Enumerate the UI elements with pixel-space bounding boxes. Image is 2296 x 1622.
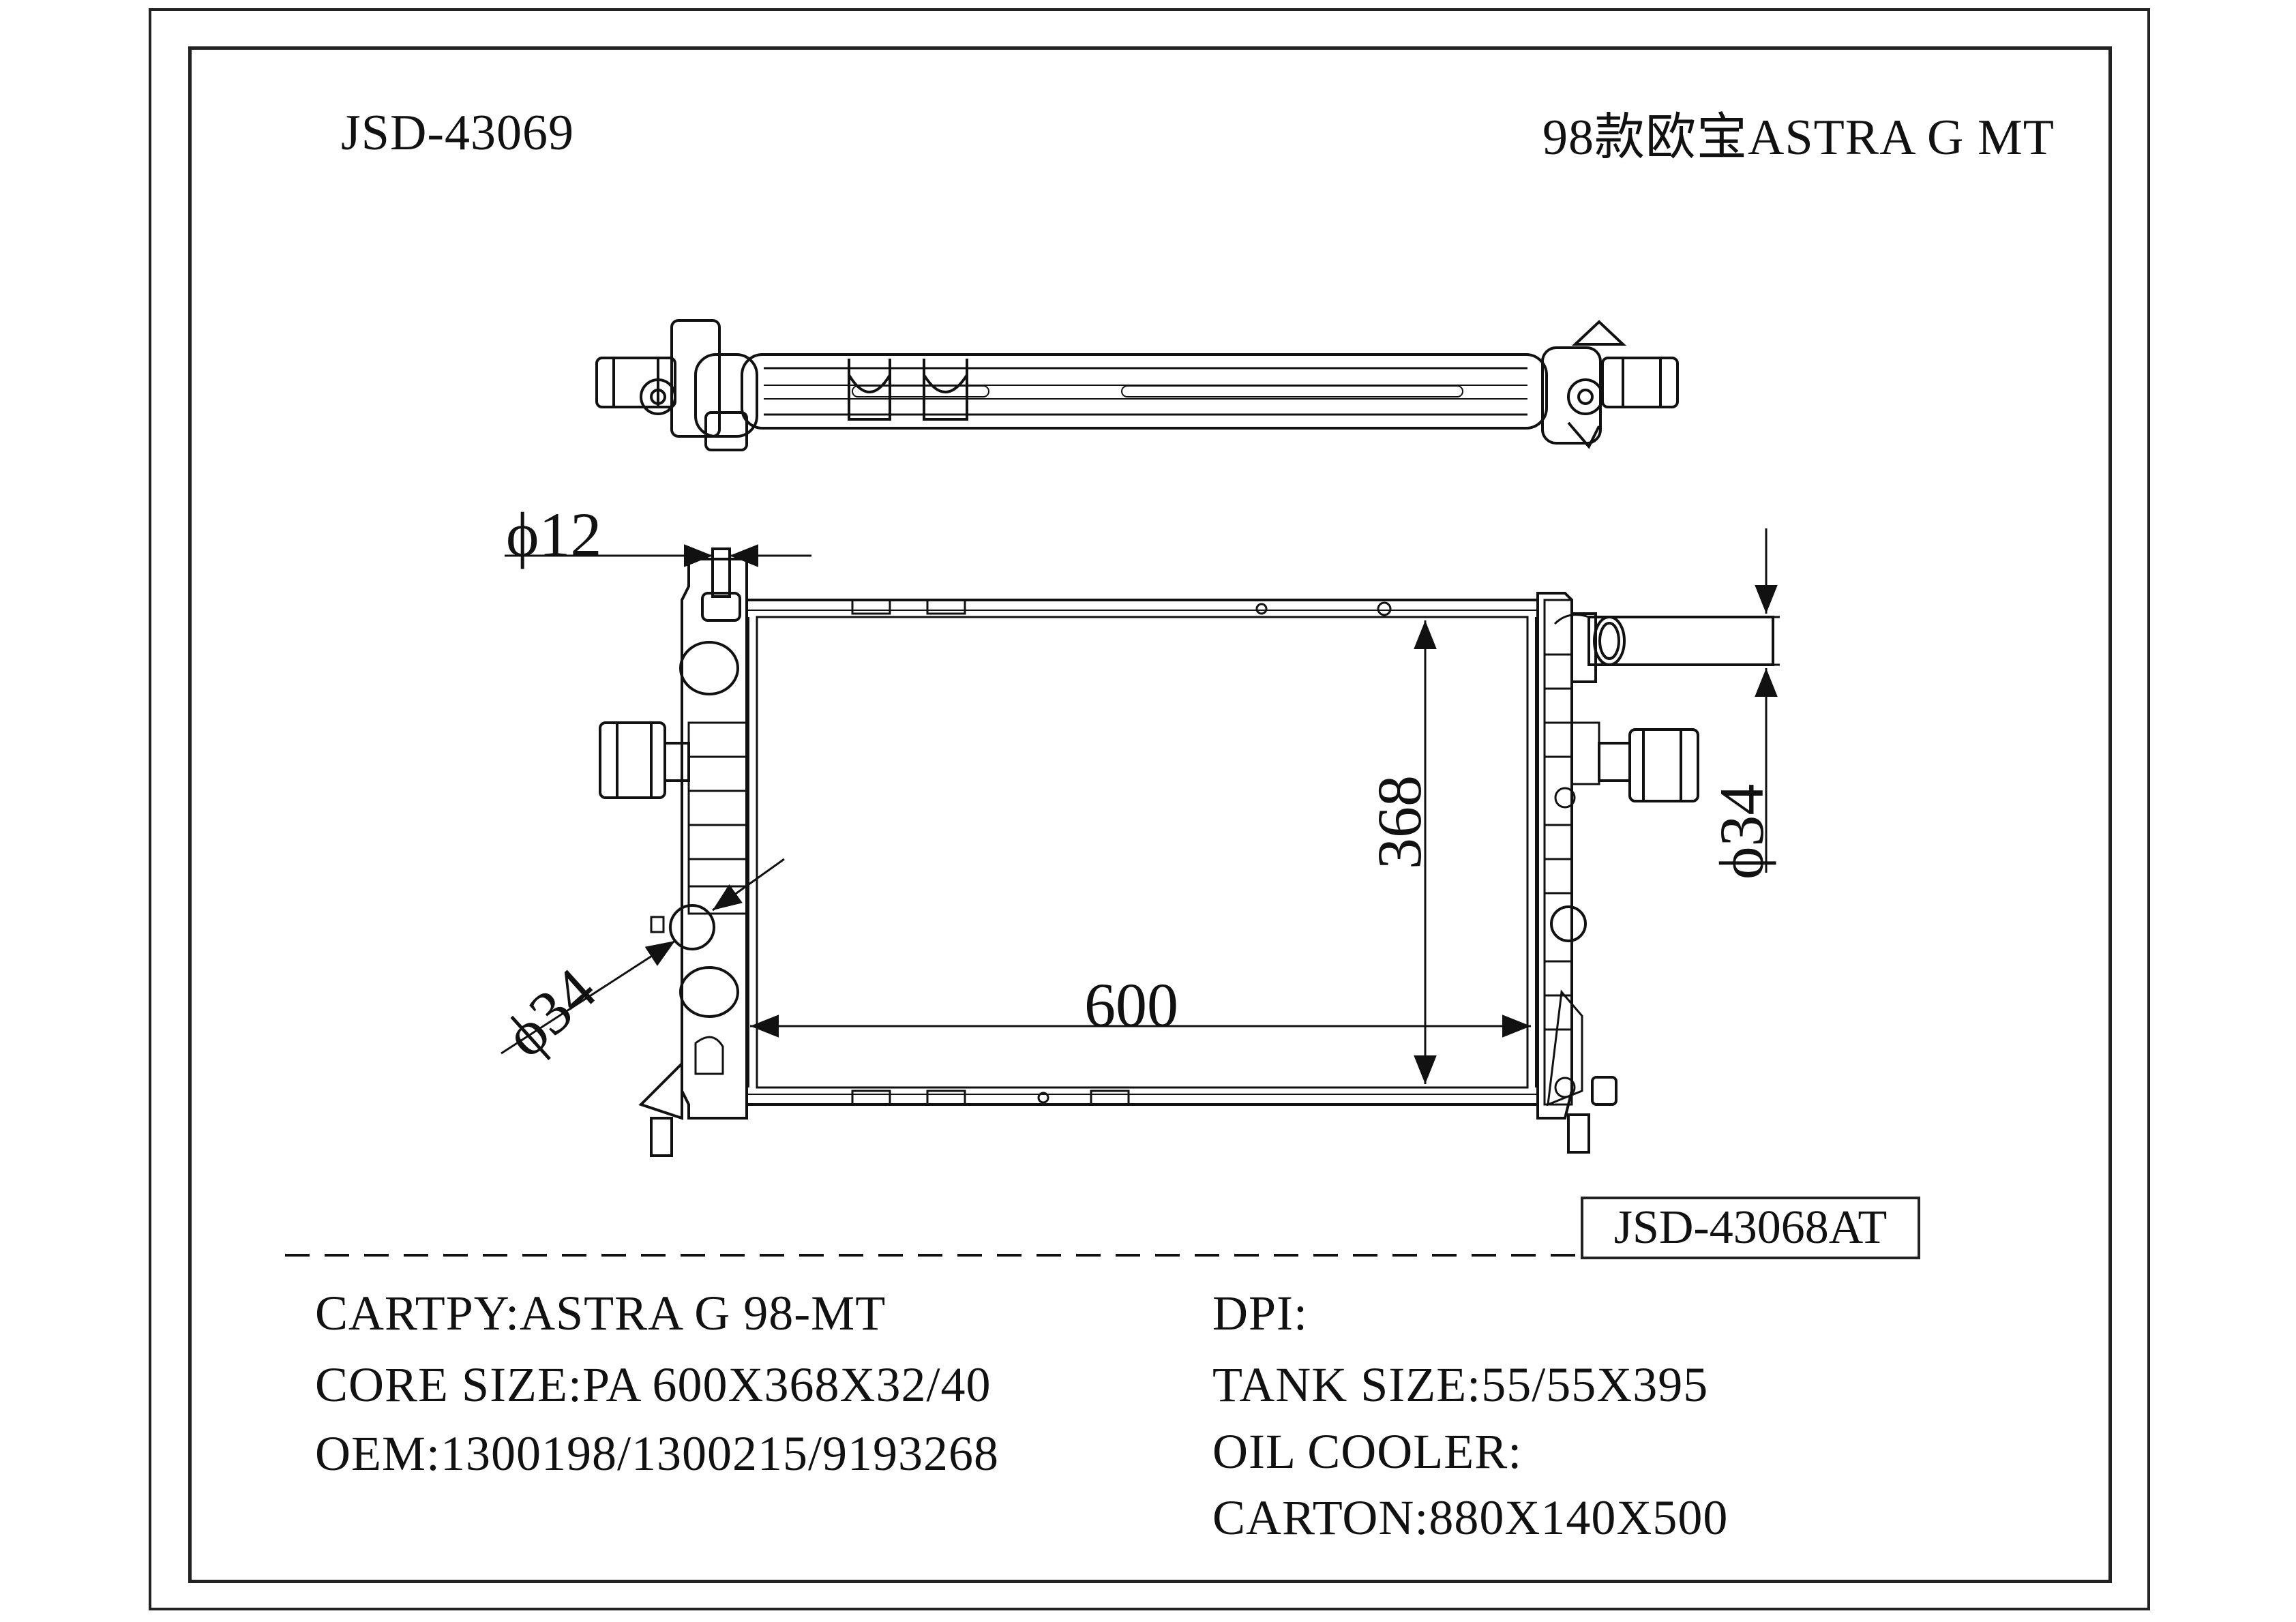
spec-carton: CARTON:880X140X500 (1212, 1490, 1729, 1545)
right-side-pipe (1628, 728, 1699, 802)
spec-core-size: CORE SIZE:PA 600X368X32/40 (315, 1357, 992, 1412)
inner-border (188, 46, 2112, 1583)
spec-tank-size: TANK SIZE:55/55X395 (1212, 1357, 1709, 1412)
right-lower-bulge (1550, 905, 1587, 942)
dimension-lines (501, 528, 1780, 1084)
spec-cartpy: CARTPY:ASTRA G 98-MT (315, 1286, 886, 1340)
left-upper-bulge (679, 641, 739, 695)
left-side-pipe (599, 721, 666, 799)
outer-border (149, 8, 2150, 1610)
top-view-right-tank (1541, 346, 1602, 445)
left-lower-bulge (679, 966, 739, 1018)
reference-part-box: JSD-43068AT (1581, 1197, 1920, 1259)
spec-dpi: DPI: (1212, 1286, 1309, 1340)
radiator-top-view (595, 319, 1679, 451)
top-view-right-cap (1567, 378, 1604, 415)
part-number: JSD-43069 (341, 105, 575, 161)
right-outlet-pipe (1587, 616, 1774, 666)
width-600-label: 600 (1084, 970, 1178, 1040)
top-view-right-pipe (1601, 357, 1679, 408)
model-title: 98款欧宝ASTRA G MT (1542, 110, 2055, 166)
top-view-left-neck (670, 319, 721, 438)
top-view-body (741, 353, 1548, 430)
reference-part-label: JSD-43068AT (1613, 1201, 1888, 1254)
phi34-left-label: ϕ34 (491, 955, 609, 1070)
right-tank (1536, 592, 1573, 1120)
height-368-label: 368 (1365, 775, 1434, 869)
radiator-core (756, 616, 1529, 1089)
left-outlet-circle (669, 904, 715, 950)
left-mount-pin (650, 1117, 673, 1157)
top-view-left-pipe (595, 357, 676, 408)
phi34-right-label: ϕ34 (1707, 784, 1776, 880)
spec-oil-cooler: OIL COOLER: (1212, 1424, 1523, 1479)
phi12-label: ϕ12 (506, 500, 601, 569)
right-mount-pin (1567, 1113, 1590, 1154)
spec-oem: OEM:1300198/1300215/9193268 (315, 1426, 1000, 1481)
top-view-left-cap (640, 378, 676, 415)
left-inlet-pipe (711, 547, 731, 598)
radiator-front-view (599, 547, 1774, 1157)
